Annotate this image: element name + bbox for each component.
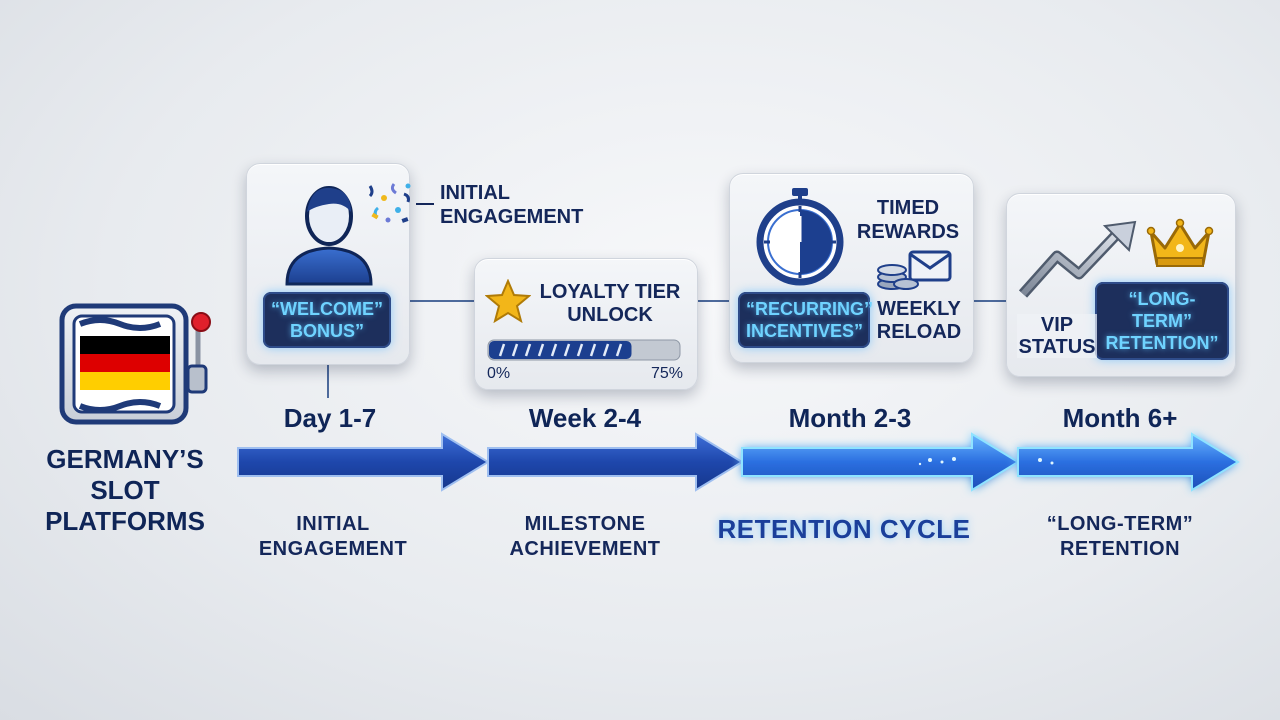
connector-line xyxy=(697,300,729,302)
vip-line: VIP xyxy=(1040,314,1074,336)
loyalty-title-line: UNLOCK xyxy=(567,304,653,326)
stage-card-loyalty: LOYALTY TIER UNLOCK 0% 75% xyxy=(474,258,698,390)
progress-stripe xyxy=(589,343,597,357)
phase-label: “LONG-TERM” RETENTION xyxy=(1020,512,1220,562)
loyalty-title: LOYALTY TIER UNLOCK xyxy=(535,281,685,327)
timeline-arrow xyxy=(237,432,490,492)
progress-stripe xyxy=(602,343,610,357)
long-term-retention-tag: “LONG-TERM” RETENTION” xyxy=(1095,282,1229,360)
phase-label: INITIAL ENGAGEMENT xyxy=(240,512,426,562)
period-label: Month 2-3 xyxy=(788,403,912,433)
welcome-bonus-tag: “WELCOME” BONUS” xyxy=(263,292,391,348)
recurring-tag-line: INCENTIVES” xyxy=(746,321,864,341)
stage-card-recurring: TIMED REWARDS “RECURRING” INCENTIVES” WE… xyxy=(729,173,974,363)
recurring-incentives-tag: “RECURRING” INCENTIVES” xyxy=(738,292,874,348)
phase-line: RETENTION xyxy=(1059,538,1181,560)
weekly-reload-label: WEEKLY RELOAD xyxy=(876,298,962,344)
timeline-arrow xyxy=(487,432,744,492)
progress-stripe xyxy=(511,343,519,357)
stopwatch-icon xyxy=(756,188,844,286)
loyalty-progress-bar xyxy=(487,339,681,361)
connector-line xyxy=(972,300,1006,302)
progress-stripe xyxy=(615,343,623,357)
coins-envelope-icon xyxy=(877,250,952,290)
progress-stripe xyxy=(576,343,584,357)
timed-rewards-label: TIMED REWARDS xyxy=(854,196,962,244)
phase-line: “LONG-TERM” xyxy=(1046,513,1194,535)
welcome-tag-line: “WELCOME” xyxy=(271,299,383,319)
slot-machine-icon xyxy=(58,302,218,427)
brand-title-line: PLATFORMS xyxy=(45,506,205,536)
progress-stripe xyxy=(498,343,506,357)
longterm-tag-line: RETENTION” xyxy=(1105,333,1219,353)
weekly-line: RELOAD xyxy=(876,321,962,343)
timeline-arrow xyxy=(1017,432,1240,492)
progress-stripe xyxy=(537,343,545,357)
callout-dash xyxy=(416,203,434,205)
progress-stripe xyxy=(550,343,558,357)
star-icon xyxy=(485,279,531,323)
recurring-tag-line: “RECURRING” xyxy=(746,299,874,319)
user-icon xyxy=(285,186,373,286)
phase-line: INITIAL xyxy=(296,513,370,535)
phase-line: RETENTION CYCLE xyxy=(717,514,971,544)
phase-line: MILESTONE xyxy=(524,513,646,535)
connector-line xyxy=(327,362,329,398)
brand-title-line: GERMANY’S xyxy=(46,444,204,474)
phase-label: MILESTONE ACHIEVEMENT xyxy=(490,512,680,562)
callout-line: INITIAL xyxy=(440,182,510,204)
welcome-tag-line: BONUS” xyxy=(289,321,364,341)
timed-line: REWARDS xyxy=(856,221,960,243)
timeline-arrow xyxy=(741,432,1020,492)
progress-stripe xyxy=(563,343,571,357)
weekly-line: WEEKLY xyxy=(877,298,961,320)
period-label: Month 6+ xyxy=(1062,403,1178,433)
longterm-tag-line: “LONG-TERM” xyxy=(1128,289,1196,331)
crown-icon xyxy=(1146,218,1214,267)
loyalty-title-line: LOYALTY TIER xyxy=(539,281,681,303)
timeline-arrows xyxy=(237,432,1240,492)
stage-card-welcome: “WELCOME” BONUS” xyxy=(246,163,410,365)
growth-arrow-icon xyxy=(1018,220,1137,298)
progress-min-label: 0% xyxy=(487,365,511,382)
phase-label: RETENTION CYCLE xyxy=(712,514,976,544)
callout-line: ENGAGEMENT xyxy=(440,206,584,228)
phase-line: ENGAGEMENT xyxy=(258,538,408,560)
stage-card-vip: “LONG-TERM” RETENTION” VIP STATUS xyxy=(1006,193,1236,377)
brand-title: GERMANY’S SLOT PLATFORMS xyxy=(20,444,230,537)
connector-line xyxy=(408,300,474,302)
progress-max-label: 75% xyxy=(650,365,683,382)
vip-line: STATUS xyxy=(1018,336,1096,358)
phase-line: ACHIEVEMENT xyxy=(509,538,661,560)
period-label: Day 1-7 xyxy=(283,403,377,433)
initial-engagement-callout: INITIAL ENGAGEMENT xyxy=(440,181,583,229)
brand-title-line: SLOT xyxy=(90,475,160,505)
confetti-icon xyxy=(368,183,411,223)
period-label: Week 2-4 xyxy=(528,403,642,433)
timed-line: TIMED xyxy=(876,197,940,219)
vip-status-label: VIP STATUS xyxy=(1017,314,1097,358)
progress-stripe xyxy=(524,343,532,357)
